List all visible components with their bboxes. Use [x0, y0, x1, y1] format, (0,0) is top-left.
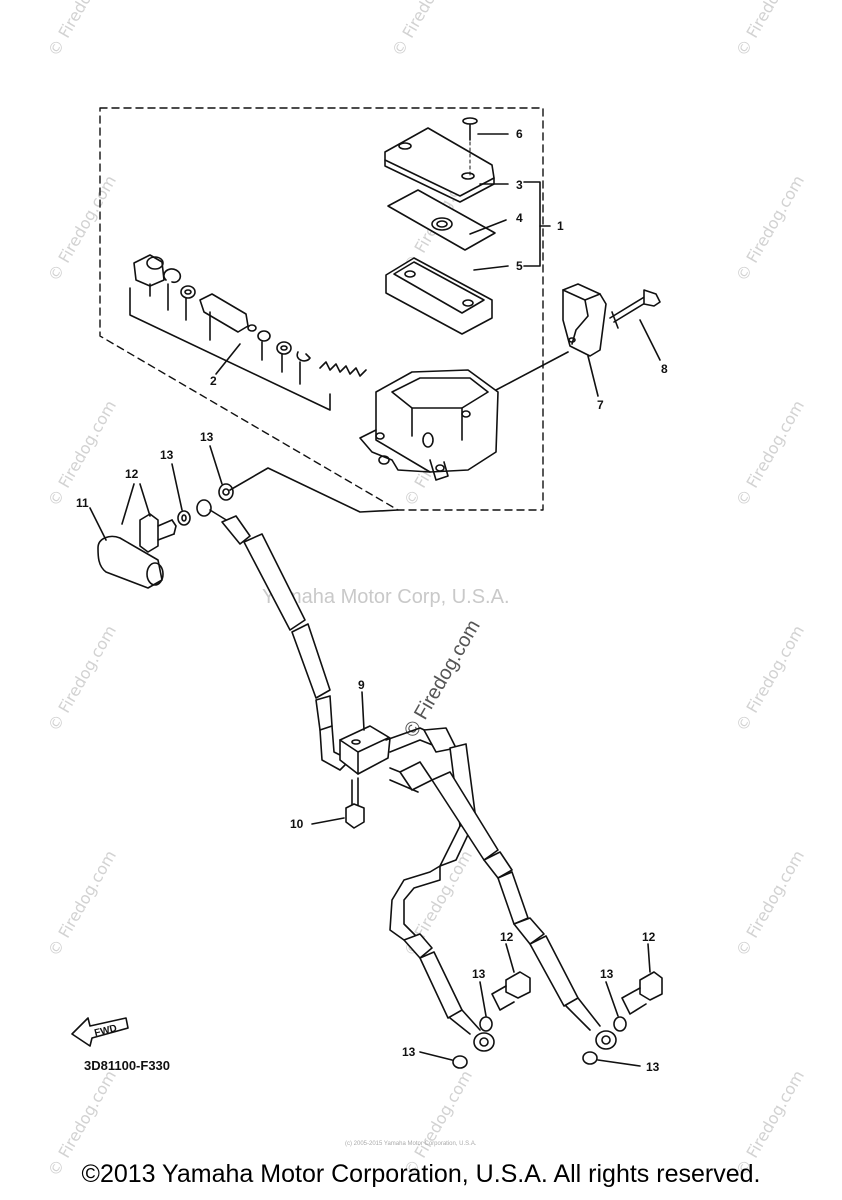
union-bolt-lower-left: [491, 971, 531, 1011]
callout-1: 1: [557, 219, 564, 233]
callout-12-lower-left: 12: [500, 930, 514, 944]
callout-6: 6: [516, 127, 523, 141]
callout-9: 9: [358, 678, 365, 692]
callout-4: 4: [516, 211, 523, 225]
assembly-boundary: [99, 107, 544, 511]
callout-13-lower-4: 13: [646, 1060, 660, 1074]
callout-11: 11: [76, 496, 89, 510]
callout-2: 2: [210, 374, 217, 388]
splitter-bolt: [345, 777, 365, 829]
copyright-footer: ©2013 Yamaha Motor Corporation, U.S.A. A…: [81, 1160, 761, 1188]
fwd-arrow-icon: FWD: [71, 1017, 129, 1047]
callout-7: 7: [597, 398, 604, 412]
center-watermark: Yamaha Motor Corp, U.S.A.: [262, 586, 510, 608]
union-bolt-upper: [139, 513, 177, 553]
callout-8: 8: [661, 362, 668, 376]
part-code: 3D81100-F330: [84, 1058, 171, 1073]
diaphragm: [385, 257, 493, 335]
brake-hose: [221, 515, 617, 1052]
callout-13-lower-2: 13: [600, 967, 614, 981]
holder-bolt: [609, 289, 661, 329]
union-bolt-lower-right: [621, 971, 663, 1015]
lever-holder: [562, 283, 607, 357]
callout-13-lower-1: 13: [472, 967, 486, 981]
master-cylinder-body: [359, 369, 499, 481]
callout-12-upper: 12: [125, 467, 139, 481]
callout-12-lower-right: 12: [642, 930, 656, 944]
cap-screw: [462, 117, 478, 177]
washer-lower-1: [479, 1016, 493, 1032]
callout-10: 10: [290, 817, 304, 831]
reservoir-cap: [384, 127, 495, 203]
callout-5: 5: [516, 259, 523, 273]
callout-3: 3: [516, 178, 523, 192]
callout-13-upper-right: 13: [200, 430, 214, 444]
washer-upper-2: [218, 483, 234, 501]
tiny-copyright: (c) 2005-2015 Yamaha Motor Corporation, …: [345, 1141, 477, 1147]
diaphragm-plate: [387, 189, 496, 251]
callout-13-lower-3: 13: [402, 1045, 416, 1059]
union-bolt-cover: [97, 535, 164, 589]
callout-13-upper-left: 13: [160, 448, 174, 462]
piston-kit: [129, 254, 367, 411]
washer-lower-2: [613, 1016, 627, 1032]
fwd-label: FWD: [93, 1023, 118, 1039]
washer-upper-1: [177, 510, 191, 526]
washer-lower-3: [452, 1055, 468, 1069]
washer-lower-4: [582, 1051, 598, 1065]
